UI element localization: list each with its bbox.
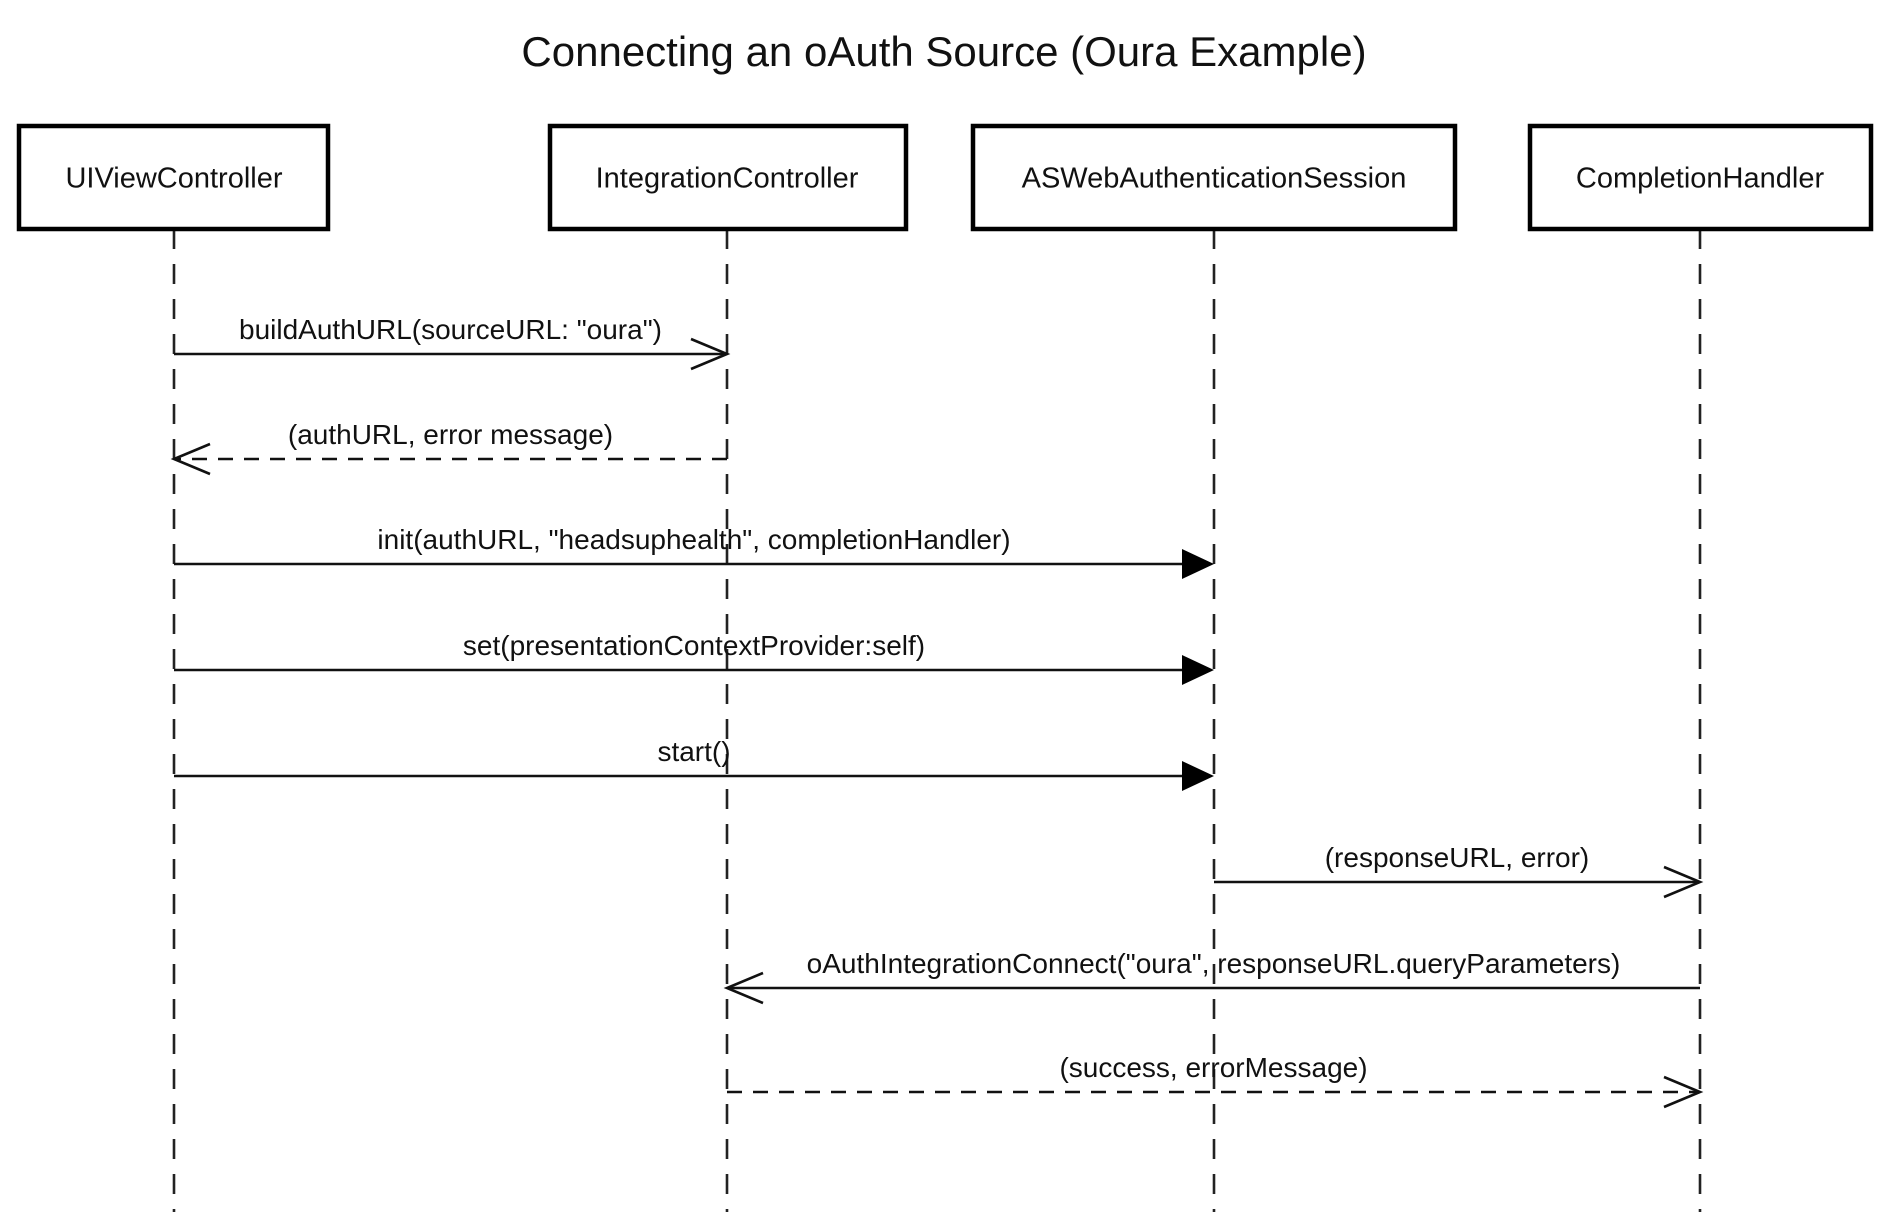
participant-label: IntegrationController (596, 163, 859, 195)
message-label: (success, errorMessage) (1059, 1052, 1367, 1083)
arrowhead-filled (1182, 761, 1214, 791)
participant-box (970, 123, 1458, 232)
message-7: oAuthIntegrationConnect("oura", response… (723, 948, 1700, 1005)
message-3: init(authURL, "headsuphealth", completio… (174, 524, 1214, 579)
participant-uivc: UIViewController (16, 123, 331, 232)
participant-ic: IntegrationController (547, 123, 909, 232)
message-2: (authURL, error message) (170, 419, 727, 476)
participant-label: CompletionHandler (1576, 163, 1825, 195)
message-1: buildAuthURL(sourceURL: "oura") (174, 314, 731, 371)
participant-ch: CompletionHandler (1527, 123, 1874, 232)
message-label: (authURL, error message) (288, 419, 613, 450)
participant-box (16, 123, 331, 232)
message-label: set(presentationContextProvider:self) (463, 630, 925, 661)
message-label: start() (657, 736, 730, 767)
arrowhead-open (1663, 865, 1704, 899)
arrowhead-open (1663, 1075, 1704, 1109)
participants: UIViewController IntegrationController ASW… (16, 123, 1874, 232)
participant-box (1527, 123, 1874, 232)
arrowhead-filled (1182, 549, 1214, 579)
participant-label: ASWebAuthenticationSession (1022, 163, 1407, 195)
messages: buildAuthURL(sourceURL: "oura") (authURL,… (170, 314, 1704, 1109)
message-label: init(authURL, "headsuphealth", completio… (377, 524, 1010, 555)
arrowhead-open (170, 442, 211, 476)
message-6: (responseURL, error) (1214, 842, 1704, 899)
message-label: oAuthIntegrationConnect("oura", response… (807, 948, 1621, 979)
diagram-title: Connecting an oAuth Source (Oura Example… (521, 28, 1366, 75)
message-8: (success, errorMessage) (727, 1052, 1704, 1109)
message-4: set(presentationContextProvider:self) (174, 630, 1214, 685)
lifelines (172, 229, 1702, 1212)
message-label: (responseURL, error) (1325, 842, 1590, 873)
arrowhead-open (690, 337, 731, 371)
arrowhead-open (723, 971, 764, 1005)
message-5: start() (174, 736, 1214, 791)
participant-box (547, 123, 909, 232)
participant-label: UIViewController (65, 163, 282, 195)
message-label: buildAuthURL(sourceURL: "oura") (239, 314, 662, 345)
participant-aswas: ASWebAuthenticationSession (970, 123, 1458, 232)
arrowhead-filled (1182, 655, 1214, 685)
